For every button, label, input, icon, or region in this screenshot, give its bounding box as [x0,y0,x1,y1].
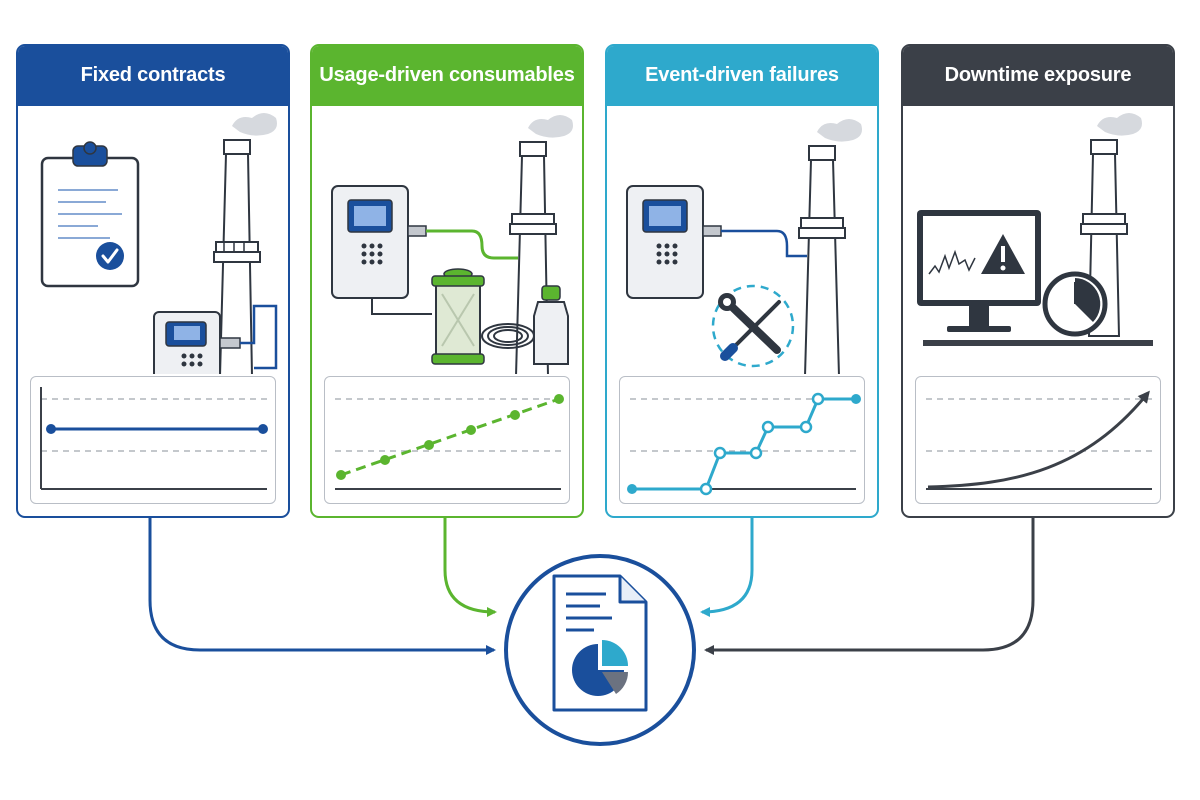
title-divider [607,104,877,106]
stack-icon [213,113,277,374]
chart-point [811,392,825,406]
chart-point [46,424,56,434]
chart-point [713,446,727,460]
wrench-screwdriver-icon [711,284,795,368]
trend-chart-flat [30,376,276,504]
usage-consumables-illustration [331,115,573,374]
connector-downtime-exposure [704,518,1035,655]
chart-point [851,394,861,404]
downtime-exposure-illustration [917,113,1153,346]
failure-cost-line [632,397,856,491]
trend-chart-step [619,376,865,504]
filter-cartridge-icon [431,268,485,365]
report-hub [504,554,696,746]
chart-point [749,446,763,460]
panel-event-driven-failures: Event-driven failures [605,44,879,518]
chart-point [466,425,476,435]
downtime-cost-curve [927,390,1150,489]
panel-title: Usage-driven consumables [312,46,582,104]
chart-point [510,410,520,420]
reagent-bottle-icon [533,285,569,365]
panel-title: Event-driven failures [607,46,877,104]
chart-point [761,420,775,434]
title-divider [312,104,582,106]
panel-title: Downtime exposure [903,46,1173,104]
chart-point [380,455,390,465]
analyzer-cabinet-icon [626,185,807,299]
analyzer-cabinet-icon [153,304,278,374]
monitor-warning-icon [917,210,1153,346]
clock-icon [1042,271,1108,337]
fixed-contracts-illustration [40,113,278,374]
panel-fixed-contracts: Fixed contracts [16,44,290,518]
chart-point [699,482,713,496]
panel-title: Fixed contracts [18,46,288,104]
stack-icon [798,119,862,374]
chart-point [627,484,637,494]
chart-point [554,394,564,404]
title-divider [18,104,288,106]
trend-chart-exponential [915,376,1161,504]
title-divider [903,104,1173,106]
consumables-cost-line [340,397,560,477]
report-pie-chart-icon [552,574,648,712]
trend-chart-rising [324,376,570,504]
event-failures-illustration [626,119,862,374]
chart-point [799,420,813,434]
connector-usage-consumables [443,518,497,617]
chart-point [424,440,434,450]
chart-point [258,424,268,434]
analyzer-cabinet-icon [331,185,518,315]
chart-point [336,470,346,480]
panel-usage-driven-consumables: Usage-driven consumables [310,44,584,518]
clipboard-check-icon [40,141,140,288]
connector-fixed-contracts [148,518,496,655]
connector-event-failures [700,518,754,617]
panel-downtime-exposure: Downtime exposure [901,44,1175,518]
